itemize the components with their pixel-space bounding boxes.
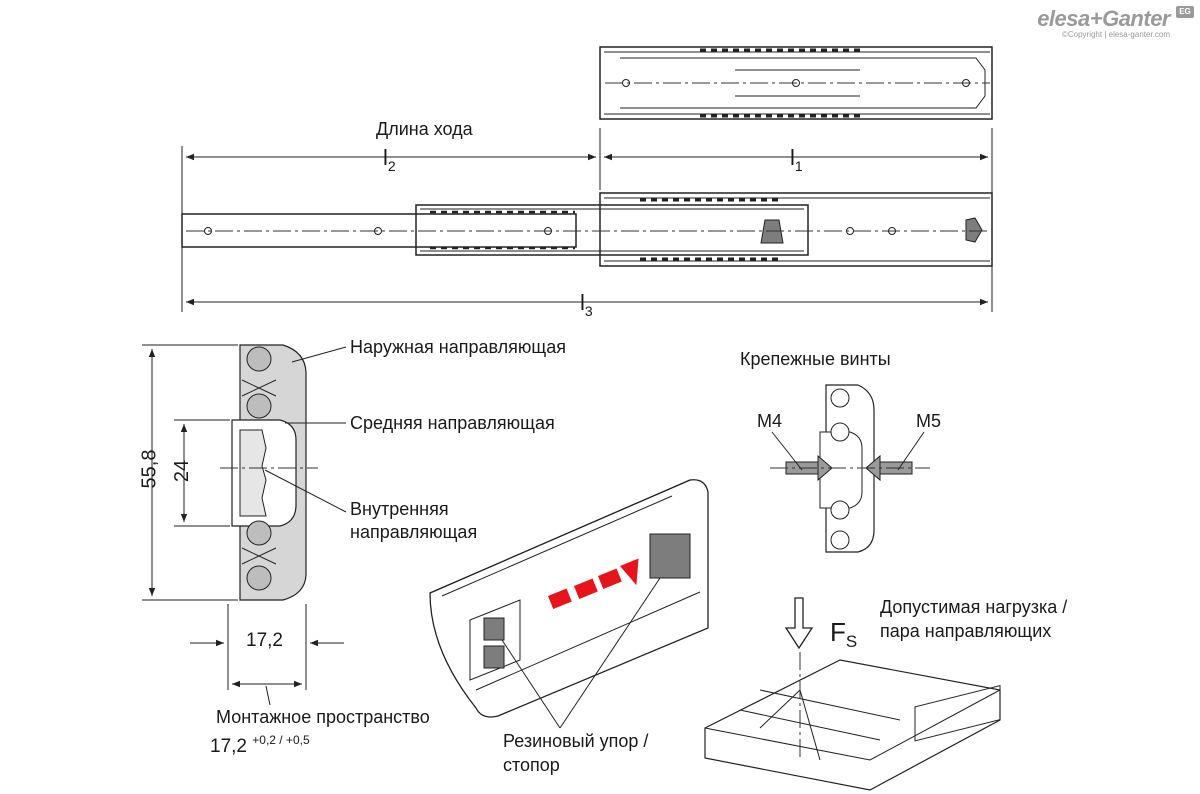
dim-l2: l2 [383,145,396,175]
extended-slide [181,192,993,267]
brand-name: elesa+Ganter [1037,6,1170,31]
motion-arrows [548,558,639,609]
brand-badge: EG [1176,6,1194,18]
inner-rail-label-2: направляющая [350,522,478,542]
force-main: F [830,617,846,647]
inner-rail-label-1: Внутренняя [350,499,449,519]
dim-inner-height: 24 [171,459,194,483]
cross-section [231,344,307,601]
screw-m4-label: M4 [757,411,783,431]
stopper-label-1: Резиновый упор / [503,731,649,751]
brand-logo: elesa+Ganter ©Copyright | elesa-ganter.c… [1037,6,1194,39]
mount-tolerance: +0,2 / +0,5 [252,733,310,747]
dim-l2-sub: 2 [387,158,396,174]
load-label-1: Допустимая нагрузка / [880,597,1068,617]
screws-title: Крепежные винты [740,349,891,369]
dim-height: 55,8 [138,449,161,489]
outer-rail-label: Наружная направляющая [350,337,566,357]
screw-m5-label: M5 [916,411,942,431]
dim-l3: l3 [580,290,593,320]
brand-copyright: ©Copyright | elesa-ganter.com [1061,30,1170,39]
mount-space-value: 17,2 +0,2 / +0,5 [210,733,310,759]
dim-l3-main: l [580,290,585,315]
dim-l1-main: l [790,145,795,170]
dim-l1-sub: 1 [794,158,803,174]
closed-slide [599,46,993,120]
middle-rail-label: Средняя направляющая [350,413,555,433]
dim-l1: l1 [790,145,803,175]
force-sub: S [845,632,858,651]
screws-figure [770,384,930,553]
force-label: FS [830,617,858,651]
stroke-length-label: Длина хода [376,119,473,139]
load-figure [704,597,1001,791]
dim-l3-sub: 3 [584,303,593,319]
mount-space-label: Монтажное пространство [216,707,430,727]
stopper-label-2: стопор [503,755,560,775]
dim-l2-main: l [383,145,388,170]
mount-value: 17,2 [210,736,247,757]
dim-width: 17,2 [246,630,283,651]
load-label-2: пара направляющих [880,621,1052,641]
